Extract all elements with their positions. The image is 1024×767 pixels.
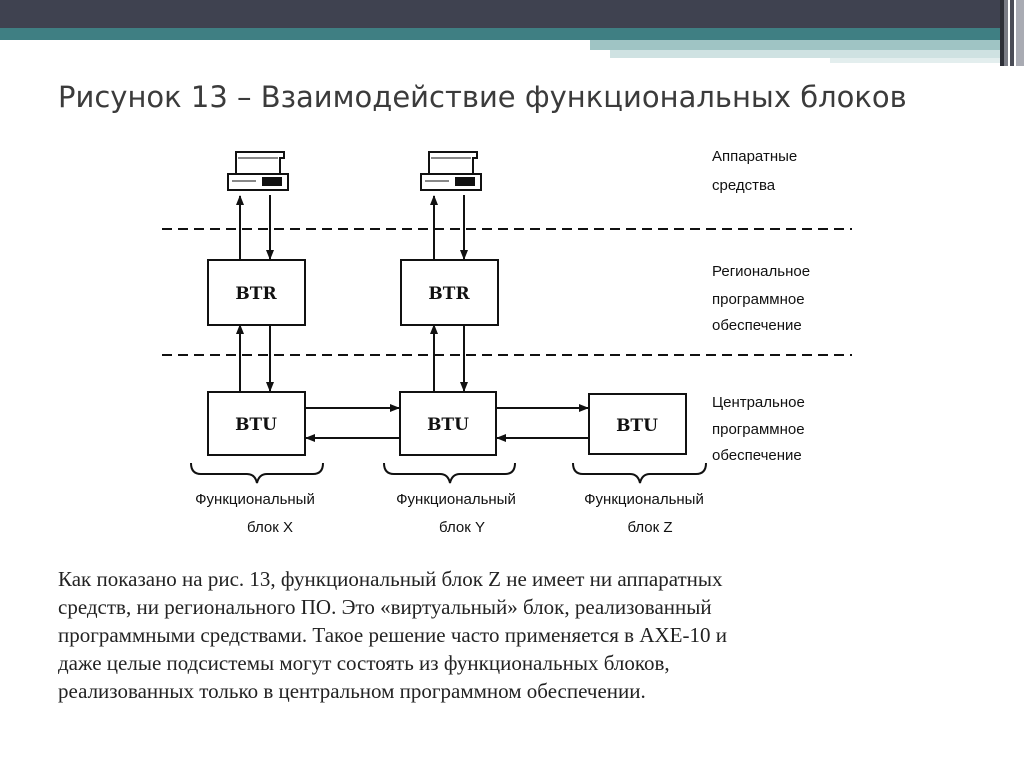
btr-block-x: BTR [207, 259, 306, 326]
header-band-teal [0, 28, 1000, 40]
paragraph-line: программными средствами. Такое решение ч… [58, 623, 727, 647]
brace-z [572, 462, 707, 484]
svg-text:BTU: BTU [616, 416, 658, 436]
function-block-label-z: Функциональный [584, 491, 704, 508]
layer-label-central: обеспечение [712, 447, 802, 464]
function-block-label-y: блок Y [439, 519, 485, 536]
btu-block-x: BTU [207, 391, 306, 456]
btu-block-z: BTU [588, 393, 687, 455]
header-stripe [1000, 0, 1004, 66]
svg-text:BTU: BTU [427, 415, 469, 435]
layer-label-regional: обеспечение [712, 317, 802, 334]
layer-label-central: Центральное [712, 394, 805, 411]
terminal-icon [420, 151, 482, 191]
layer-label-regional: программное [712, 291, 805, 308]
paragraph-line: даже целые подсистемы могут состоять из … [58, 651, 670, 675]
svg-text:BTR: BTR [235, 284, 277, 304]
paragraph-line: средств, ни регионального ПО. Это «вирту… [58, 595, 712, 619]
svg-text:BTU: BTU [235, 415, 277, 435]
header-band-dark [0, 0, 1000, 28]
header-stripe [1004, 0, 1008, 66]
slide-header-decoration [0, 0, 1024, 66]
layer-label-central: программное [712, 421, 805, 438]
paragraph-line: Как показано на рис. 13, функциональный … [58, 567, 723, 591]
layer-label-hardware: средства [712, 177, 776, 194]
functional-blocks-diagram: BTR BTR BTU BTU BTU Аппаратные средства … [162, 148, 852, 536]
function-block-label-y: Функциональный [396, 491, 516, 508]
header-band-light [590, 40, 1000, 50]
paragraph-line: реализованных только в центральном прогр… [58, 679, 646, 703]
header-stripe [1010, 0, 1014, 66]
svg-text:BTR: BTR [428, 284, 470, 304]
terminal-icon [227, 151, 289, 191]
header-stripe [1016, 0, 1024, 66]
header-band-light [610, 50, 1000, 58]
header-band-light [830, 58, 1000, 63]
layer-label-regional: Региональное [712, 263, 810, 280]
description-paragraph: Как показано на рис. 13, функциональный … [58, 565, 978, 705]
brace-y [383, 462, 516, 484]
function-block-label-x: блок X [247, 519, 293, 536]
layer-label-hardware: Аппаратные [712, 148, 797, 165]
function-block-label-z: блок Z [627, 519, 672, 536]
function-block-label-x: Функциональный [195, 491, 315, 508]
btu-block-y: BTU [399, 391, 497, 456]
btr-block-y: BTR [400, 259, 499, 326]
brace-x [190, 462, 324, 484]
slide-title: Рисунок 13 – Взаимодействие функциональн… [58, 80, 907, 114]
